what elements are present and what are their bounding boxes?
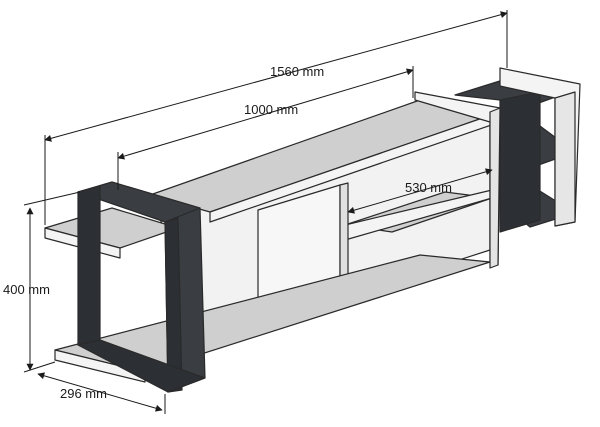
label-shelf-width: 530 mm: [405, 180, 452, 195]
right-back-panel: [499, 91, 541, 233]
dim-line-middle-width: [117, 68, 414, 160]
dimension-labels: 1560 mm 1000 mm 530 mm 400 mm 296 mm: [3, 64, 452, 401]
dim-line-shelf-width: [347, 168, 493, 214]
dark-frame-back-leg: [77, 185, 101, 346]
ext-line-height-top: [23, 191, 81, 206]
label-height: 400 mm: [3, 282, 50, 297]
dim-line-depth: [37, 372, 163, 412]
label-depth: 296 mm: [60, 386, 107, 401]
ext-line-height-bottom: [23, 361, 56, 373]
dimension-lines: [23, 10, 508, 414]
right-end-panel-front: [554, 91, 576, 227]
label-total-width: 1560 mm: [270, 64, 324, 79]
main-right-end-front: [489, 107, 501, 269]
left-frame-unit: [44, 181, 206, 393]
dark-frame-front-leg-face: [164, 217, 183, 393]
label-middle-width: 1000 mm: [244, 102, 298, 117]
